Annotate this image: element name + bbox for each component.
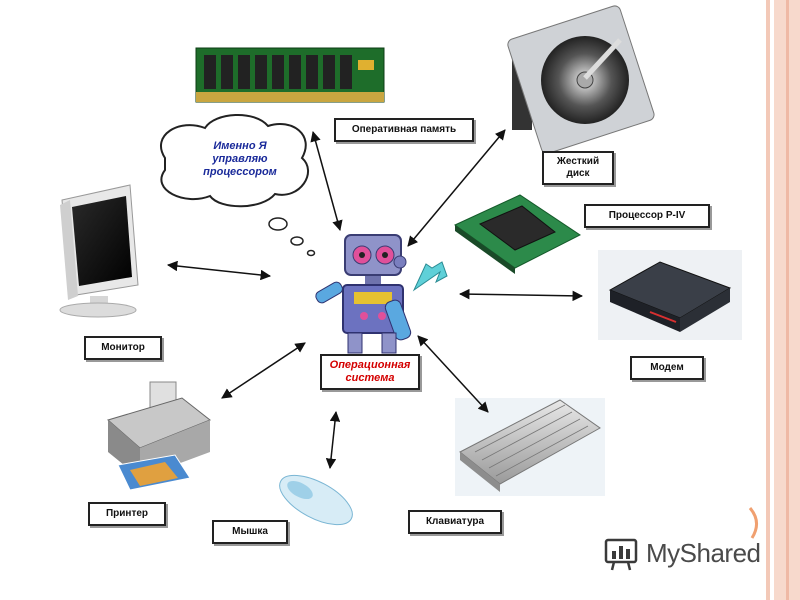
label-ram: Оперативная память (334, 118, 474, 142)
arrow-keyboard (417, 335, 489, 413)
decorative-orange-arc (748, 507, 758, 539)
keyboard-image (455, 398, 605, 496)
label-printer-text: Принтер (105, 508, 149, 519)
arrow-hard-disk (407, 129, 506, 247)
arrow-monitor (166, 260, 272, 281)
label-keyboard-text: Клавиатура (425, 516, 485, 527)
label-keyboard: Клавиатура (408, 510, 502, 534)
label-modem-text: Модем (650, 362, 684, 373)
label-hard-disk: Жесткий диск (542, 151, 614, 185)
label-mouse: Мышка (212, 520, 288, 544)
mouse-image (279, 474, 353, 526)
label-cpu: Процессор P-IV (584, 204, 710, 228)
monitor-image (59, 184, 139, 318)
label-cpu-text: Процессор P-IV (608, 210, 686, 221)
label-operating-system: Операционная система (320, 354, 420, 390)
cloud-line-2: управляю (212, 153, 268, 165)
decorative-stripe (786, 0, 789, 600)
brand-name: MyShared (646, 538, 761, 568)
arrow-printer (221, 342, 306, 399)
label-mouse-text: Мышка (232, 526, 268, 537)
label-os-line-2: система (345, 372, 395, 384)
label-os-line-1: Операционная (329, 359, 411, 371)
hard-disk-image (507, 5, 655, 154)
thought-cloud (160, 113, 316, 257)
label-ram-text: Оперативная память (351, 124, 457, 135)
myshared-logo-icon (604, 538, 638, 571)
arrow-ram (310, 130, 343, 232)
cloud-line-1: Именно Я (213, 140, 267, 152)
label-printer: Принтер (88, 502, 166, 526)
arrow-modem (458, 288, 584, 302)
robot-image (315, 234, 448, 354)
label-hard-disk-line-1: Жесткий (556, 156, 600, 167)
cloud-line-3: процессором (203, 166, 277, 178)
label-modem: Модем (630, 356, 704, 380)
decorative-stripe (766, 0, 770, 600)
arrow-mouse (325, 410, 341, 470)
printer-image (106, 381, 211, 491)
cpu-image (454, 194, 581, 274)
label-hard-disk-line-2: диск (566, 168, 590, 179)
modem-image (598, 250, 742, 340)
label-monitor: Монитор (84, 336, 162, 360)
ram-module-image (195, 47, 385, 103)
label-monitor-text: Монитор (101, 342, 145, 353)
cloud-text: Именно Я управляю процессором (185, 140, 295, 179)
